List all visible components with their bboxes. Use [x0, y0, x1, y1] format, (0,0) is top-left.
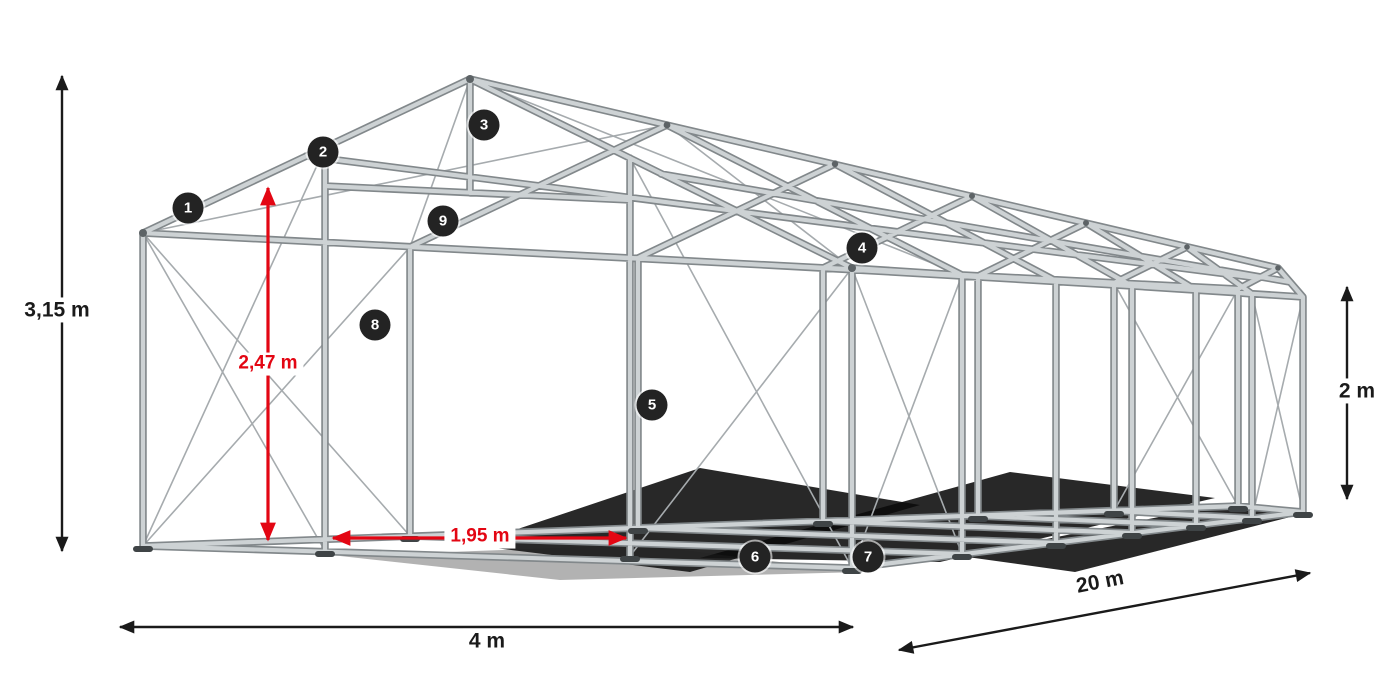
base-plates [133, 506, 1313, 574]
length-arrow [897, 569, 1312, 654]
brace-cables [142, 78, 1304, 569]
joint-fittings [139, 75, 1281, 272]
